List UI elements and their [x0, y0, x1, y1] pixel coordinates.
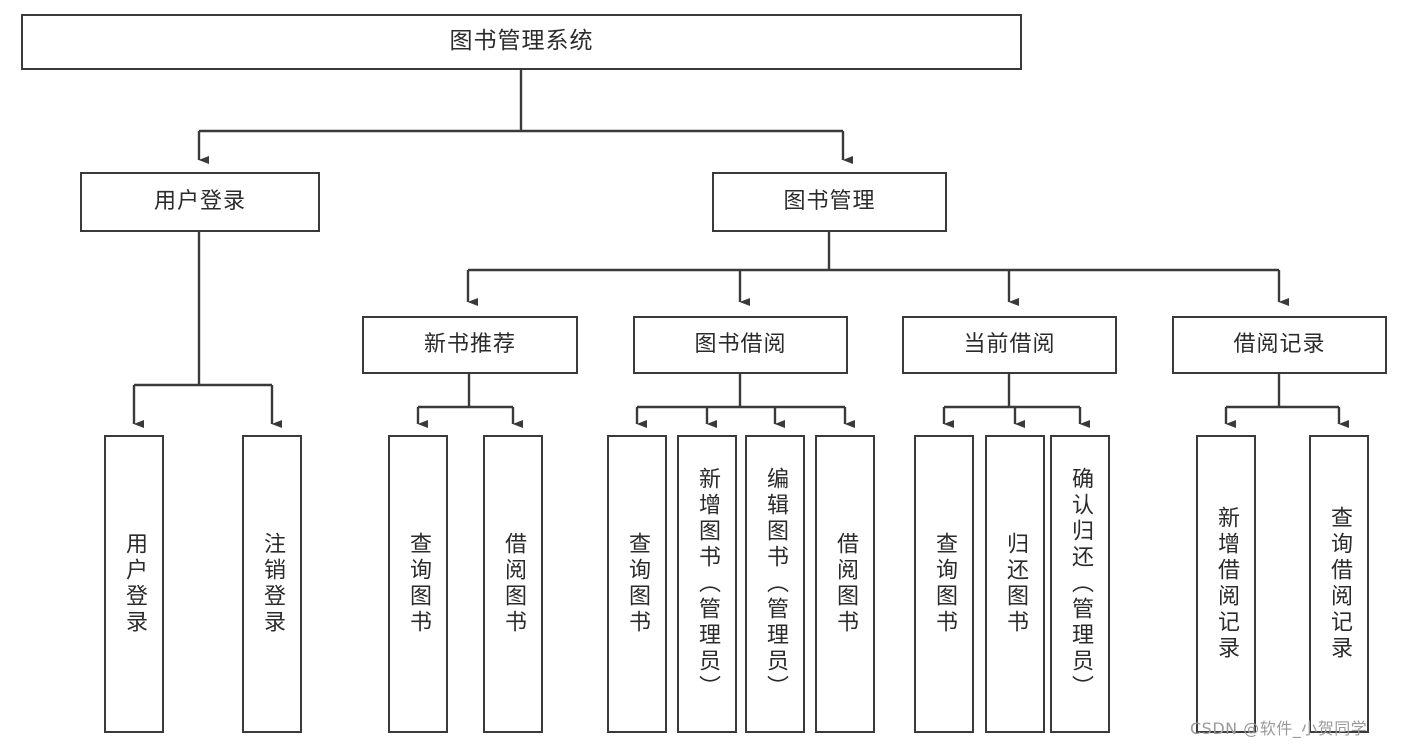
node-leaf-query-book-current[interactable]: 查询图书	[914, 435, 974, 733]
node-label: 当前借阅	[963, 332, 1056, 358]
node-label: 新书推荐	[423, 332, 516, 358]
node-leaf-borrow-book[interactable]: 借阅图书	[815, 435, 875, 733]
node-leaf-confirm-return-admin[interactable]: 确认归还（管理员）	[1050, 435, 1110, 733]
node-leaf-return-book[interactable]: 归还图书	[985, 435, 1045, 733]
node-leaf-user-login[interactable]: 用户登录	[104, 435, 164, 733]
node-leaf-add-borrow-record[interactable]: 新增借阅记录	[1196, 435, 1256, 733]
node-leaf-query-borrow-record[interactable]: 查询借阅记录	[1309, 435, 1369, 733]
node-user-login[interactable]: 用户登录	[80, 172, 320, 232]
node-root-system[interactable]: 图书管理系统	[21, 14, 1022, 70]
node-label: 查询图书	[625, 532, 650, 636]
node-label: 新增借阅记录	[1214, 506, 1239, 662]
node-label: 用户登录	[122, 532, 147, 636]
node-label: 图书借阅	[694, 332, 787, 358]
watermark-text: CSDN @软件_小贺同学	[1190, 719, 1368, 738]
node-label: 新增图书（管理员）	[695, 467, 720, 701]
node-label: 查询借阅记录	[1327, 506, 1352, 662]
node-label: 用户登录	[153, 189, 246, 215]
node-book-borrow[interactable]: 图书借阅	[633, 316, 848, 374]
node-label: 确认归还（管理员）	[1068, 467, 1093, 701]
node-leaf-edit-book-admin[interactable]: 编辑图书（管理员）	[745, 435, 805, 733]
node-leaf-borrow-book-recommend[interactable]: 借阅图书	[483, 435, 543, 733]
node-current-borrow[interactable]: 当前借阅	[902, 316, 1117, 374]
node-label: 编辑图书（管理员）	[763, 467, 788, 701]
node-label: 借阅图书	[501, 532, 526, 636]
node-label: 图书管理	[783, 189, 876, 215]
node-leaf-logout[interactable]: 注销登录	[242, 435, 302, 733]
node-borrow-record[interactable]: 借阅记录	[1172, 316, 1387, 374]
node-leaf-add-book-admin[interactable]: 新增图书（管理员）	[677, 435, 737, 733]
node-label: 图书管理系统	[449, 28, 594, 55]
node-label: 查询图书	[932, 532, 957, 636]
node-label: 查询图书	[406, 532, 431, 636]
node-new-book-recommend[interactable]: 新书推荐	[362, 316, 578, 374]
node-label: 借阅记录	[1233, 332, 1326, 358]
node-book-management[interactable]: 图书管理	[712, 172, 947, 232]
node-leaf-query-book-recommend[interactable]: 查询图书	[388, 435, 448, 733]
node-leaf-query-book-borrow[interactable]: 查询图书	[607, 435, 667, 733]
node-label: 注销登录	[260, 532, 285, 636]
node-label: 归还图书	[1003, 532, 1028, 636]
node-label: 借阅图书	[833, 532, 858, 636]
